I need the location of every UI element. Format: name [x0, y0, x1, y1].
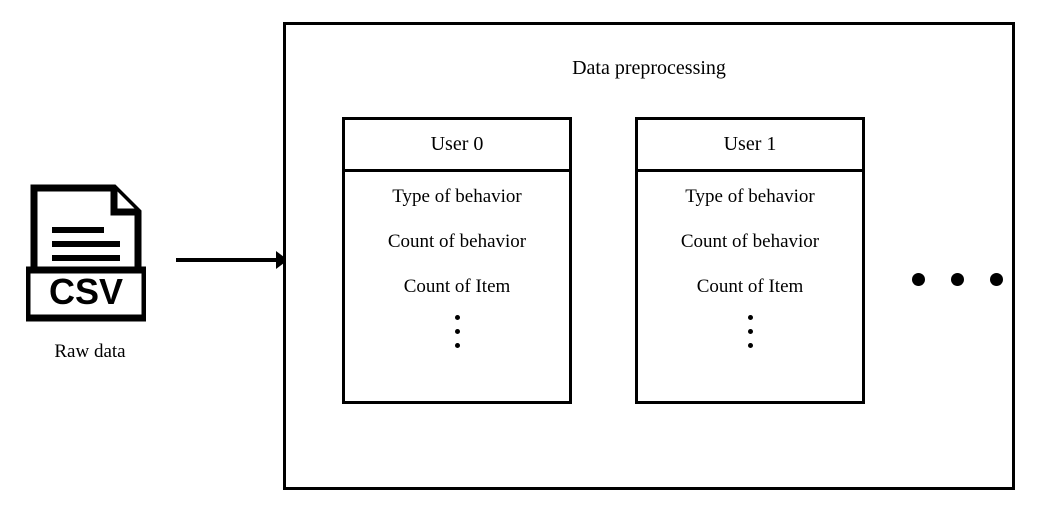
ellipsis-dot — [454, 315, 460, 320]
user-field-type-of-behavior: Type of behavior — [685, 186, 815, 207]
ellipsis-dot — [990, 273, 1003, 286]
ellipsis-dot — [747, 315, 753, 320]
horizontal-ellipsis-icon — [912, 273, 1003, 286]
vertical-ellipsis-icon — [454, 315, 460, 348]
svg-text:CSV: CSV — [49, 271, 123, 312]
user-field-count-of-item: Count of Item — [696, 276, 804, 297]
user-card-header: User 1 — [638, 120, 862, 172]
ellipsis-dot — [454, 329, 460, 334]
preprocessing-title: Data preprocessing — [572, 57, 726, 79]
ellipsis-dot — [912, 273, 925, 286]
csv-file-icon: CSV — [26, 183, 146, 323]
user-card-0: User 0 Type of behavior Count of behavio… — [342, 117, 572, 404]
flow-arrow-icon — [176, 246, 288, 274]
ellipsis-dot — [454, 343, 460, 348]
user-card-header: User 0 — [345, 120, 569, 172]
user-card-1: User 1 Type of behavior Count of behavio… — [635, 117, 865, 404]
user-card-body: Type of behavior Count of behavior Count… — [345, 172, 569, 348]
ellipsis-dot — [747, 329, 753, 334]
user-field-count-of-behavior: Count of behavior — [680, 231, 820, 252]
ellipsis-dot — [747, 343, 753, 348]
vertical-ellipsis-icon — [747, 315, 753, 348]
user-field-type-of-behavior: Type of behavior — [392, 186, 522, 207]
ellipsis-dot — [951, 273, 964, 286]
user-field-count-of-behavior: Count of behavior — [387, 231, 527, 252]
user-card-body: Type of behavior Count of behavior Count… — [638, 172, 862, 348]
raw-data-caption: Raw data — [54, 341, 126, 362]
data-preprocessing-box: Data preprocessing User 0 Type of behavi… — [283, 22, 1015, 490]
user-field-count-of-item: Count of Item — [403, 276, 511, 297]
